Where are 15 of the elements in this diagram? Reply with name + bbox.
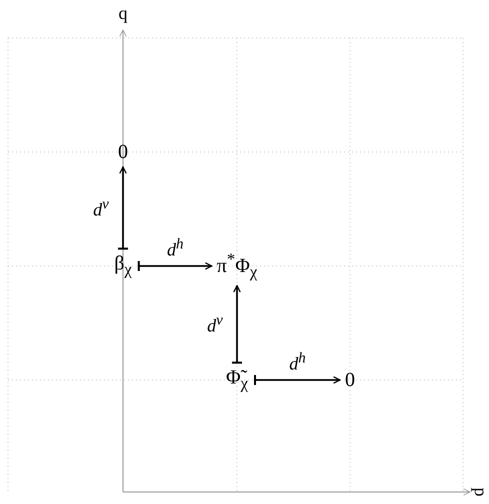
maps-to-arrow: [138, 260, 212, 272]
math-term: 0: [344, 369, 356, 391]
maps-to-arrow: [231, 285, 243, 364]
math-term: π$^{*}$Φ$_{χ}$: [216, 250, 258, 282]
edge-label: d$^{h}$: [289, 352, 306, 372]
maps-to-arrow: [254, 374, 341, 386]
edge-label: d$^{h}$: [167, 238, 184, 258]
math-term: Φ̃$_{χ}$: [224, 366, 250, 394]
maps-to-arrow: [117, 166, 129, 250]
edge-label: d$^{v}$: [207, 314, 223, 335]
math-term: 0: [117, 141, 129, 163]
axis-label: p: [472, 488, 489, 496]
axis-label: q: [118, 4, 128, 22]
edge-label: d$^{v}$: [93, 197, 109, 218]
math-term: β$_{χ}$: [113, 252, 133, 280]
